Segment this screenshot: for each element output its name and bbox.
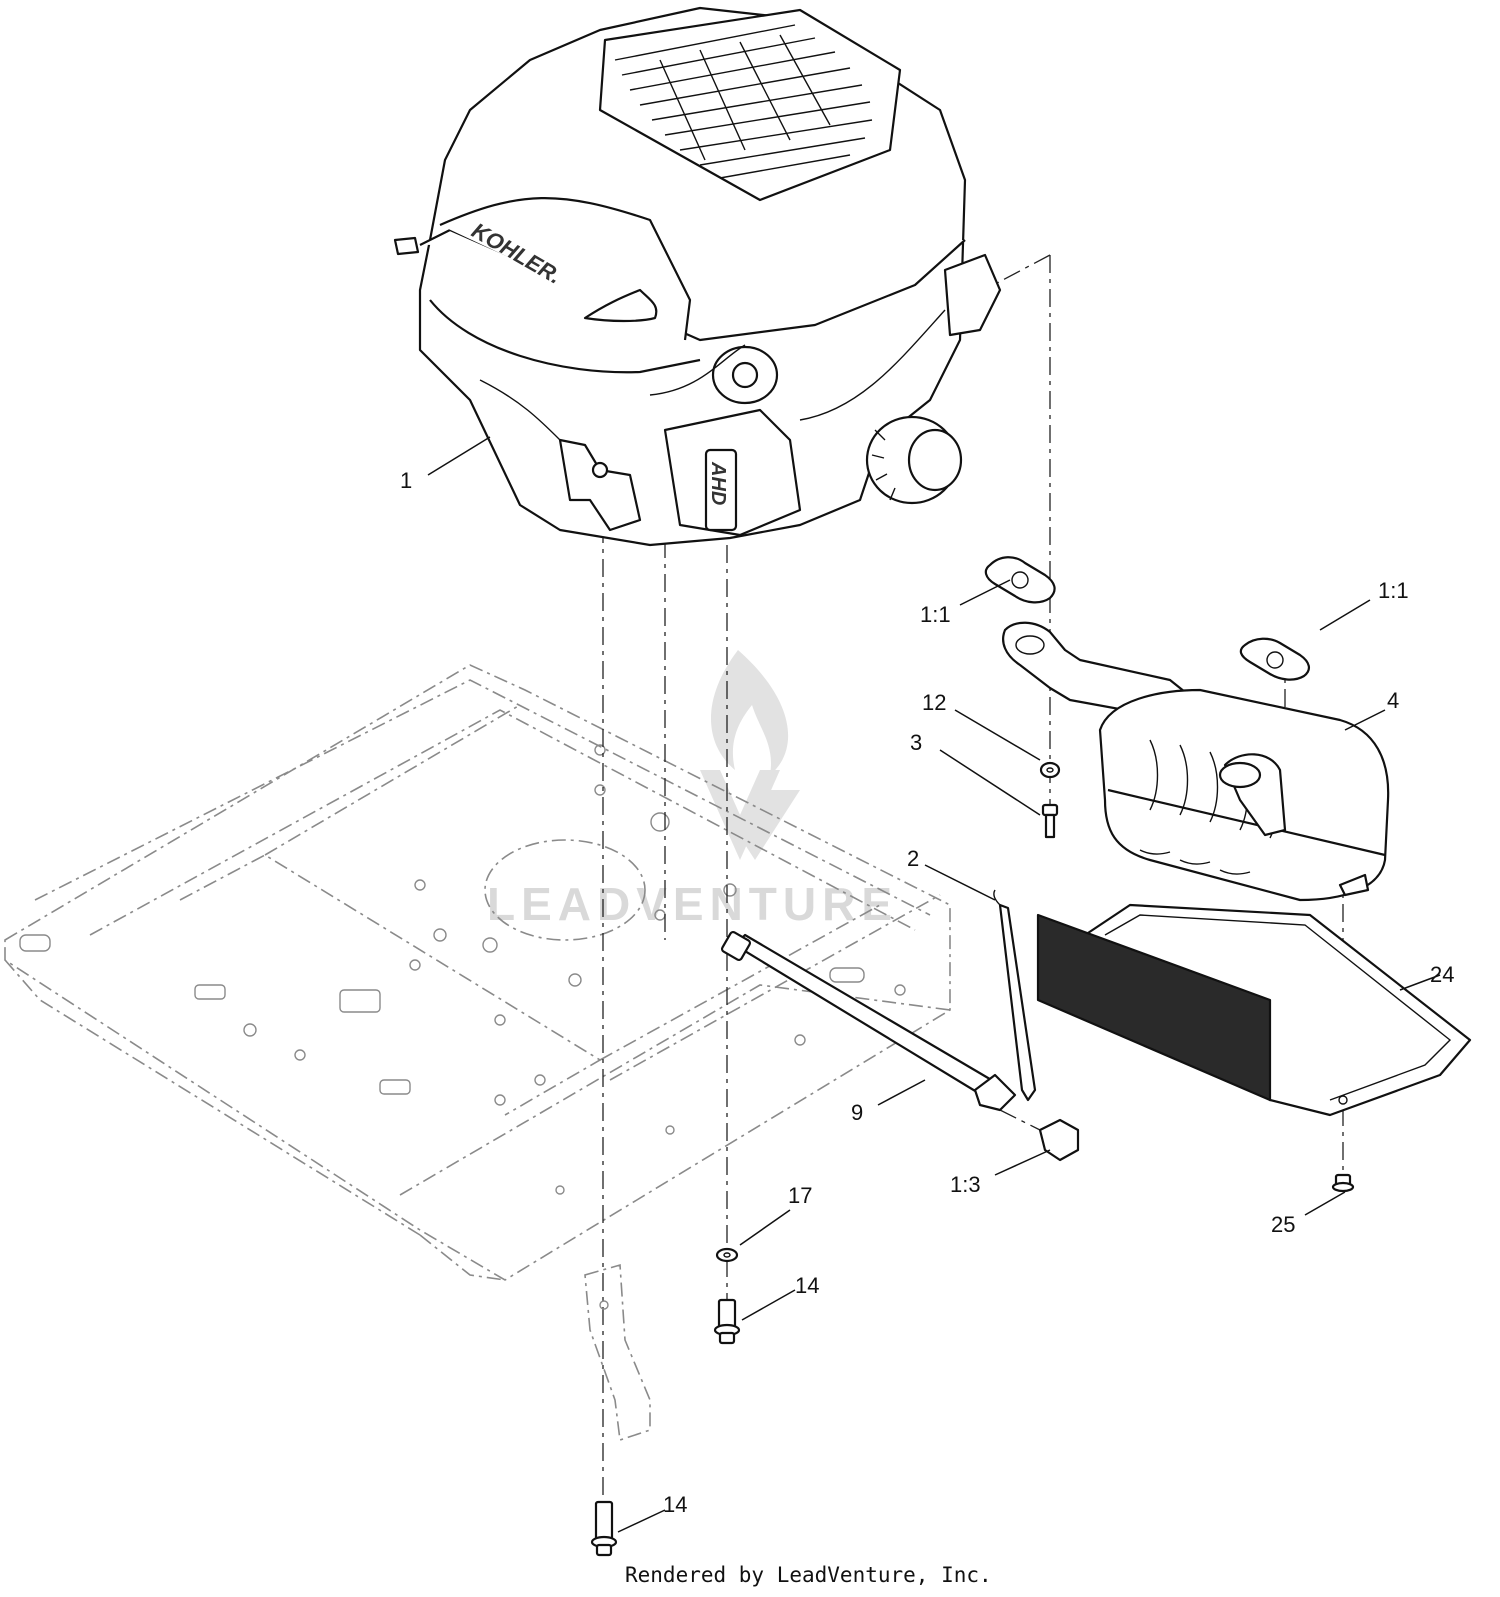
oil-filter — [865, 415, 963, 505]
exhaust-gasket-right — [1239, 637, 1310, 681]
muffler — [1002, 621, 1390, 902]
leadventure-watermark: LEADVENTURE — [487, 650, 898, 930]
callout-2: 2 — [907, 846, 919, 871]
bolt-25 — [1331, 1173, 1355, 1193]
callout-1: 1 — [400, 468, 412, 493]
washer-12 — [1039, 761, 1061, 779]
callout-labels: 1 1:1 1:1 12 4 3 2 24 9 1:3 25 17 14 14 — [400, 468, 1454, 1517]
chassis-frame — [4, 664, 951, 1281]
mount-bracket — [584, 1263, 651, 1442]
exhaust-gasket-upper — [984, 556, 1056, 604]
oil-drain-hose — [720, 930, 1017, 1112]
heat-shield — [1036, 903, 1472, 1117]
valve-cover-label: AHD — [707, 461, 729, 505]
callout-1-1-left: 1:1 — [920, 602, 951, 627]
washer-17 — [715, 1247, 739, 1263]
watermark-text: LEADVENTURE — [487, 878, 898, 930]
callout-14-bottom: 14 — [663, 1492, 687, 1517]
callout-17: 17 — [788, 1183, 812, 1208]
engine-assembly: KOHLER. AHD — [393, 6, 1002, 547]
leader-lines — [427, 436, 1441, 1533]
callout-1-3: 1:3 — [950, 1172, 981, 1197]
callout-9: 9 — [851, 1100, 863, 1125]
bolt-14-bottom — [590, 1500, 618, 1557]
callout-12: 12 — [922, 690, 946, 715]
callout-25: 25 — [1271, 1212, 1295, 1237]
render-credit: Rendered by LeadVenture, Inc. — [625, 1563, 992, 1587]
bolt-3 — [1041, 803, 1059, 839]
callout-14-middle: 14 — [795, 1273, 819, 1298]
cooling-grille — [614, 24, 873, 179]
callout-1-1-right: 1:1 — [1378, 578, 1409, 603]
cable-tie — [993, 889, 1037, 1102]
oil-drain-cap — [1038, 1118, 1080, 1162]
callout-24: 24 — [1430, 962, 1454, 987]
callout-4: 4 — [1387, 688, 1399, 713]
bolt-14-middle — [713, 1298, 741, 1345]
callout-3: 3 — [910, 730, 922, 755]
